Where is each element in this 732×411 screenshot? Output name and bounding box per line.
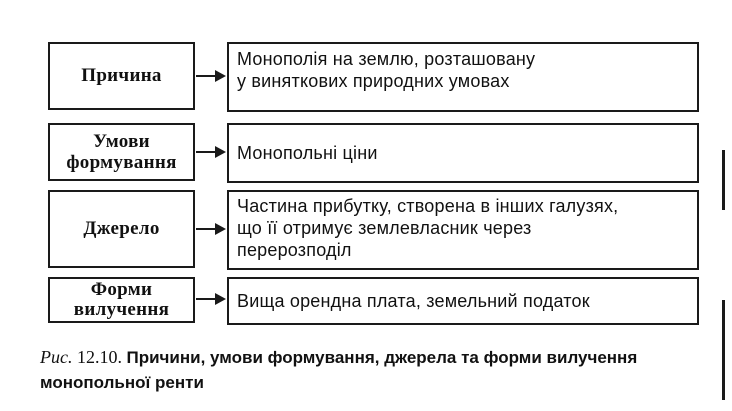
description-box-source: Частина прибутку, створена в інших галуз… [227,190,699,270]
page-edge-mark [722,150,725,210]
caption-prefix: Рис. [40,347,73,367]
label-source-text: Джерело [83,218,160,239]
label-cause-text: Причина [81,65,162,86]
arrow-source [196,223,226,235]
description-source-line-2: що її отримує землевласник через [237,218,532,238]
label-box-conditions: Умови формування [48,123,195,181]
description-cause-line-2: у виняткових природних умовах [237,71,510,91]
label-box-source: Джерело [48,190,195,268]
label-box-cause: Причина [48,42,195,110]
caption-number: 12.10. [76,347,122,367]
label-conditions-line-2: формування [66,152,177,173]
description-conditions-line-1: Монопольні ціни [237,143,378,163]
description-box-conditions: Монопольні ціни [227,123,699,183]
description-source-line-3: перерозподіл [237,240,352,260]
caption-text: Причини, умови формування, джерела та фо… [40,348,638,392]
description-source-line-1: Частина прибутку, створена в інших галуз… [237,196,619,216]
description-forms-line-1: Вища орендна плата, земельний податок [237,291,590,311]
description-box-cause: Монополія на землю, розташовану у винятк… [227,42,699,112]
label-box-forms: Форми вилучення [48,277,195,323]
description-box-forms: Вища орендна плата, земельний податок [227,277,699,325]
label-conditions-line-1: Умови [93,131,150,152]
arrow-forms [196,293,226,305]
arrow-cause [196,70,226,82]
description-cause-line-1: Монополія на землю, розташовану [237,49,536,69]
figure-caption: Рис. 12.10. Причини, умови формування, д… [40,345,710,395]
page-edge-mark [722,300,725,400]
label-forms-line-1: Форми [90,279,153,300]
label-forms-line-2: вилучення [73,299,170,320]
arrow-conditions [196,146,226,158]
